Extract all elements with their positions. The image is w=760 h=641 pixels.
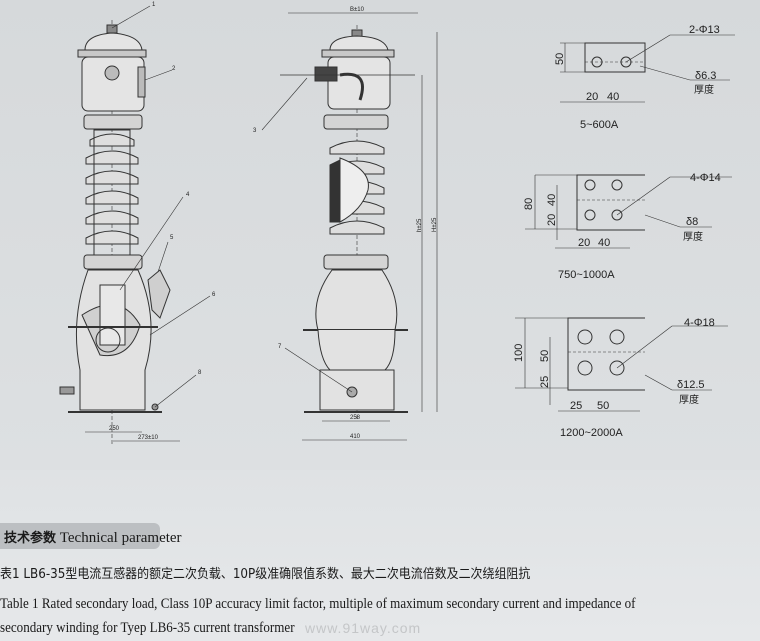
dim-258: 258 bbox=[350, 415, 361, 421]
dim: 20 bbox=[578, 237, 590, 249]
thickness: δ12.5 bbox=[677, 379, 705, 391]
watermark: www.91way.com bbox=[305, 620, 422, 636]
transformer-front-view bbox=[280, 12, 438, 441]
callout-4: 4 bbox=[186, 192, 190, 198]
callout-2: 2 bbox=[172, 66, 176, 72]
terminal-1200-2000A: 100 50 25 25 50 4-Φ18 δ12.5 厚度 1200~2000… bbox=[513, 317, 728, 439]
section-title-en: Technical parameter bbox=[59, 530, 182, 546]
callout-3: 3 bbox=[253, 128, 257, 134]
dim-250: 250 bbox=[109, 426, 120, 432]
dim: 40 bbox=[607, 91, 619, 103]
technical-drawing: 1 2 3 4 5 6 7 8 250 273±10 B±10 258 410 … bbox=[59, 2, 735, 445]
dim: 20 bbox=[546, 214, 558, 226]
dim: 50 bbox=[554, 53, 566, 65]
table-caption-en-line2: secondary winding for Tyep LB6-35 curren… bbox=[0, 620, 295, 636]
dim-H: H±25 bbox=[432, 217, 438, 232]
callout-7: 7 bbox=[278, 344, 282, 350]
table-caption-cn: 表1 LB6-35型电流互感器的额定二次负载、10P级准确限值系数、最大二次电流… bbox=[0, 567, 531, 582]
thickness-label: 厚度 bbox=[683, 230, 703, 243]
hole-spec: 4-Φ18 bbox=[684, 317, 715, 329]
thickness: δ6.3 bbox=[695, 70, 716, 82]
text-area bbox=[0, 470, 760, 641]
dim-410: 410 bbox=[350, 434, 361, 440]
dim: 25 bbox=[539, 376, 551, 388]
current-range: 5~600A bbox=[580, 119, 619, 131]
callout-6: 6 bbox=[212, 292, 216, 298]
current-range: 1200~2000A bbox=[560, 427, 623, 439]
thickness: δ8 bbox=[686, 216, 698, 228]
section-title: 技术参数 Technical parameter bbox=[4, 527, 182, 547]
callout-8: 8 bbox=[198, 370, 202, 376]
dim: 100 bbox=[513, 344, 525, 362]
dim: 50 bbox=[539, 350, 551, 362]
dim-B: B±10 bbox=[350, 7, 365, 13]
section-title-cn: 技术参数 bbox=[4, 531, 57, 546]
dim: 50 bbox=[597, 400, 609, 412]
current-range: 750~1000A bbox=[558, 269, 615, 281]
section-header-band bbox=[0, 523, 160, 549]
dim: 80 bbox=[523, 198, 535, 210]
terminal-5-600A: 50 20 40 2-Φ13 δ6.3 厚度 5~600A bbox=[554, 24, 735, 131]
callout-1: 1 bbox=[152, 2, 156, 8]
hole-spec: 2-Φ13 bbox=[689, 24, 720, 36]
dim-273: 273±10 bbox=[138, 435, 159, 441]
dim: 40 bbox=[546, 194, 558, 206]
thickness-label: 厚度 bbox=[679, 393, 699, 406]
callout-5: 5 bbox=[170, 235, 174, 241]
dim: 40 bbox=[598, 237, 610, 249]
terminal-750-1000A: 80 40 20 20 40 4-Φ14 δ8 厚度 750~1000A bbox=[523, 172, 732, 281]
transformer-side-view bbox=[59, 20, 180, 445]
thickness-label: 厚度 bbox=[694, 83, 714, 96]
dim: 20 bbox=[586, 91, 598, 103]
dim-h: h±25 bbox=[417, 218, 423, 232]
hole-spec: 4-Φ14 bbox=[690, 172, 721, 184]
dim: 25 bbox=[570, 400, 582, 412]
table-caption-en-line1: Table 1 Rated secondary load, Class 10P … bbox=[0, 596, 636, 612]
